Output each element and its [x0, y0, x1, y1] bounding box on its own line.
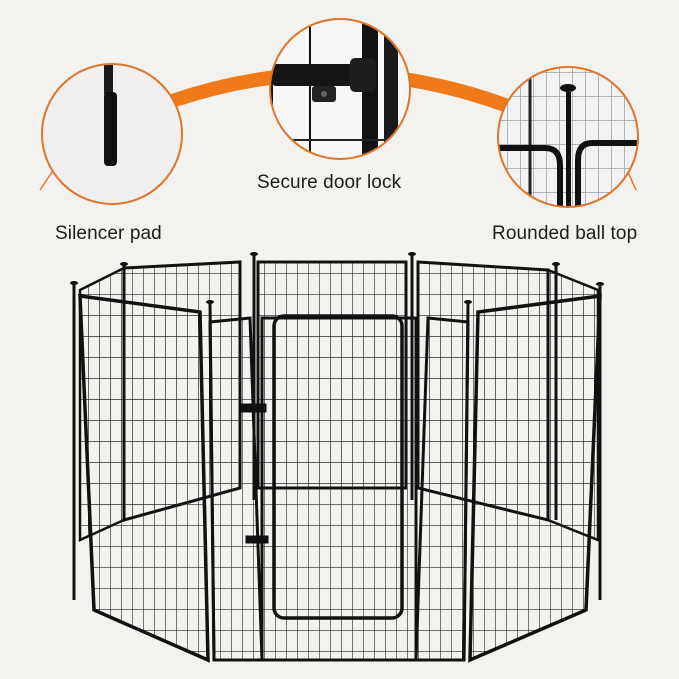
- callout-label-ball-top: Rounded ball top: [492, 223, 638, 244]
- playpen: [70, 252, 604, 663]
- ball-top-detail: [497, 66, 639, 208]
- silencer-pad-detail: [39, 63, 183, 205]
- door-lock-detail: [269, 18, 411, 160]
- callout-label-silencer-pad: Silencer pad: [55, 223, 162, 244]
- callout-label-door-lock: Secure door lock: [257, 172, 402, 193]
